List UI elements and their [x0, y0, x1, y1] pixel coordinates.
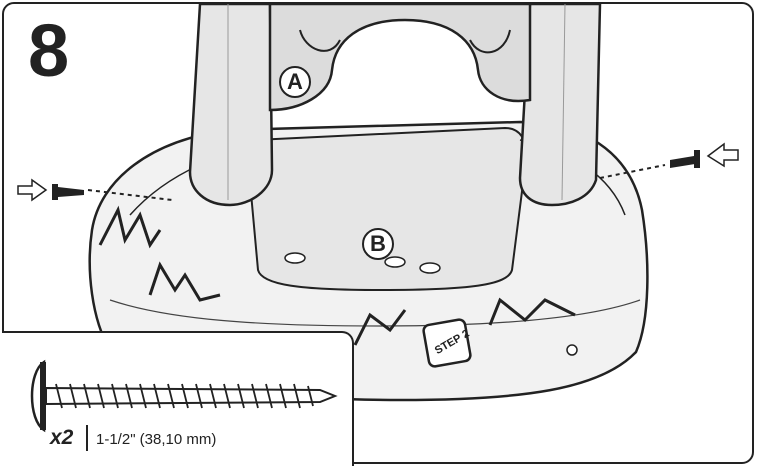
arch-frame: [268, 2, 532, 112]
zigzag-decal: [353, 309, 407, 346]
right-post: [518, 2, 602, 207]
screw-left-icon: [52, 184, 84, 200]
hardware-size: 1-1/2" (38,10 mm): [96, 431, 217, 448]
callout-a: A: [279, 66, 311, 98]
floor-hole: [284, 252, 306, 264]
zigzag-decal: [148, 261, 221, 302]
callout-b: B: [362, 228, 394, 260]
arrow-right-icon: [17, 178, 48, 202]
screw-path-right: [599, 164, 666, 179]
zigzag-decal: [98, 205, 162, 249]
floor-hole: [419, 262, 441, 274]
left-post: [188, 2, 274, 207]
screw-path-left: [87, 189, 173, 201]
floor-hole: [384, 256, 406, 268]
zigzag-decal: [488, 297, 576, 326]
step-number: 8: [28, 9, 69, 92]
arrow-left-icon: [706, 142, 739, 168]
step-decal: [422, 318, 472, 368]
hardware-quantity: x2: [50, 426, 74, 449]
hardware-separator: [86, 425, 88, 451]
screw-right-icon: [670, 150, 700, 168]
